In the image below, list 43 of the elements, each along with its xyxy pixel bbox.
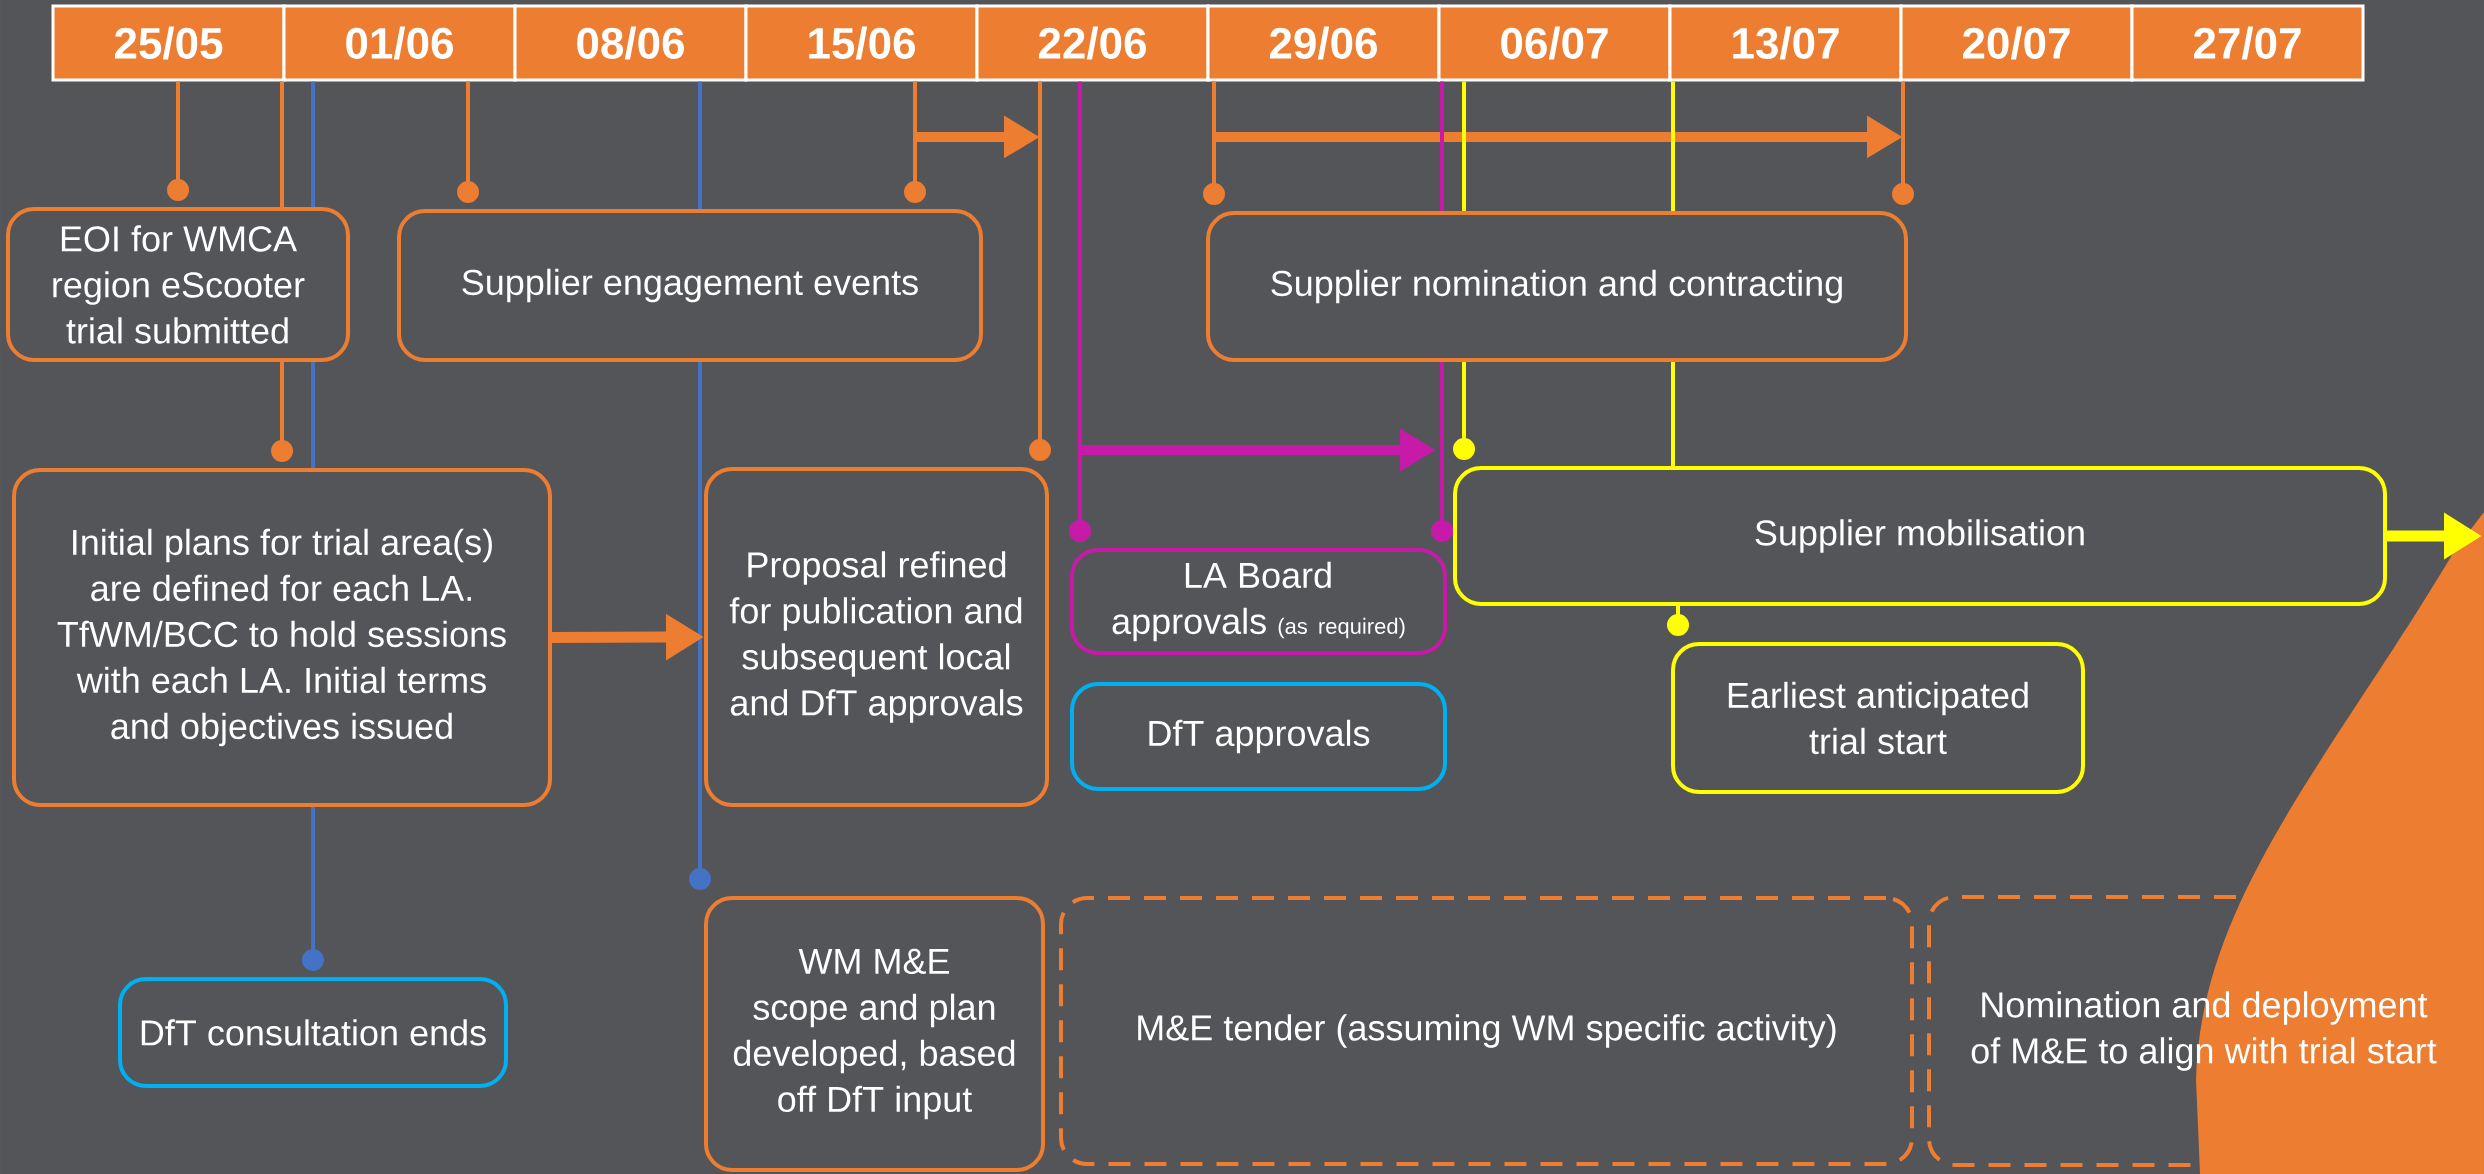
task-box: Supplier engagement events [397,209,983,362]
date-cell: 08/06 [513,4,748,82]
connector-line [457,81,479,203]
connector-line [1431,362,1453,542]
task-box: DfT approvals [1070,682,1447,791]
connector-line [167,81,189,201]
connector-line [1440,81,1444,211]
connector-line [1453,362,1475,460]
dashed-task-box: M&E tender (assuming WM specific activity) [1059,896,1914,1166]
connector-line [904,81,926,203]
date-cell: 13/07 [1668,4,1903,82]
connector-line [1667,606,1689,636]
date-cell: 06/07 [1437,4,1672,82]
date-cell: 27/07 [2130,4,2365,82]
task-box: WM M&E scope and plan developed, based off DfT input [704,896,1045,1172]
date-cell: 22/06 [975,4,1210,82]
connector-line [1671,81,1675,211]
task-box: Supplier mobilisation [1453,466,2387,606]
connector-line [302,807,324,971]
task-box: LA Board approvals (as required) [1070,548,1447,655]
connector-line [1462,81,1466,211]
date-cell: 01/06 [282,4,517,82]
connector-line [1671,362,1675,466]
connector-line [311,81,315,207]
date-cell: 29/06 [1206,4,1441,82]
task-box: Earliest anticipated trial start [1671,642,2085,794]
task-box: EOI for WMCA region eScooter trial submitted [6,207,350,362]
date-cell: 25/05 [51,4,286,82]
connector-line [1203,81,1225,205]
connector-line [1069,81,1091,542]
task-box: Proposal refined for publication and subsequent local and DfT approvals [704,467,1049,807]
task-box: Initial plans for trial area(s) are defined for each LA. TfWM/BCC to hold sessions with each LA. Initial terms and objectives issued [12,468,552,807]
task-box: Supplier nomination and contracting [1206,211,1908,362]
connector-line [1892,81,1914,205]
date-cell: 15/06 [744,4,979,82]
task-box: DfT consultation ends [118,977,508,1088]
connector-line [689,362,711,890]
connector-line [280,81,284,207]
connector-line [698,81,702,209]
connector-line [311,362,315,468]
date-cell: 20/07 [1899,4,2134,82]
connector-line [271,362,293,462]
connector-line [1029,81,1051,461]
